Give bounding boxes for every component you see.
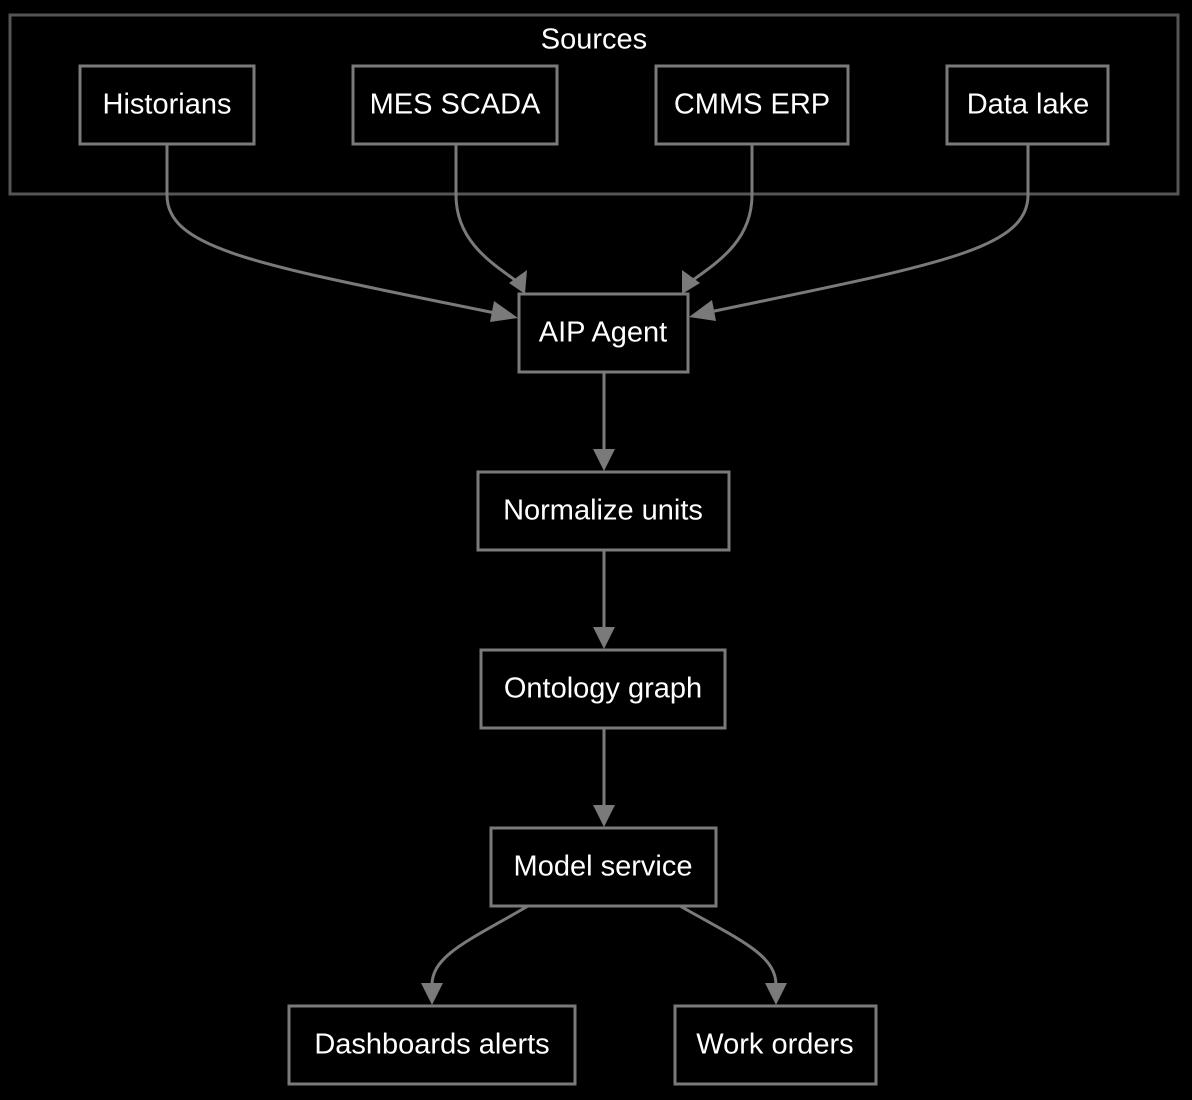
- node-data-lake[interactable]: Data lake: [945, 64, 1110, 146]
- edge-model-workorders: [679, 904, 778, 986]
- node-ontology-graph-label: Ontology graph: [504, 673, 702, 705]
- arrowhead-datalake-aip: [689, 300, 716, 321]
- node-historians[interactable]: Historians: [78, 64, 256, 146]
- node-normalize-units[interactable]: Normalize units: [476, 470, 731, 552]
- arrowhead-cmms-aip: [682, 270, 700, 294]
- node-aip-agent-label: AIP Agent: [539, 317, 667, 349]
- edge-datalake-aip: [704, 145, 1030, 315]
- arrowhead-normalize-ontology: [593, 627, 615, 649]
- node-normalize-units-label: Normalize units: [503, 495, 703, 527]
- arrowhead-ontology-model: [593, 805, 615, 827]
- node-cmms-erp[interactable]: CMMS ERP: [654, 64, 850, 146]
- node-cmms-erp-label: CMMS ERP: [674, 89, 830, 121]
- sources-cluster-label: Sources: [541, 24, 647, 56]
- arrowhead-mes-aip: [509, 270, 527, 294]
- edge-model-dashboards: [430, 904, 529, 986]
- node-dashboards-alerts[interactable]: Dashboards alerts: [287, 1004, 577, 1086]
- edges: [165, 145, 1030, 1005]
- arrowhead-model-workorders: [765, 983, 787, 1005]
- edge-historians-aip: [165, 145, 501, 316]
- node-aip-agent[interactable]: AIP Agent: [517, 292, 690, 374]
- node-work-orders-label: Work orders: [696, 1029, 853, 1061]
- arrowhead-historians-aip: [490, 301, 518, 322]
- arrowhead-model-dashboards: [421, 983, 443, 1005]
- node-ontology-graph[interactable]: Ontology graph: [479, 648, 727, 730]
- edge-cmms-aip: [692, 145, 754, 282]
- node-work-orders[interactable]: Work orders: [673, 1004, 878, 1086]
- edge-mes-aip: [454, 145, 516, 282]
- arrowhead-aip-normalize: [593, 449, 615, 471]
- node-data-lake-label: Data lake: [967, 89, 1090, 121]
- node-model-service[interactable]: Model service: [489, 826, 718, 908]
- node-mes-scada-label: MES SCADA: [370, 89, 541, 121]
- node-historians-label: Historians: [103, 89, 232, 121]
- node-mes-scada[interactable]: MES SCADA: [351, 64, 559, 146]
- node-model-service-label: Model service: [514, 851, 693, 883]
- node-dashboards-alerts-label: Dashboards alerts: [314, 1029, 549, 1061]
